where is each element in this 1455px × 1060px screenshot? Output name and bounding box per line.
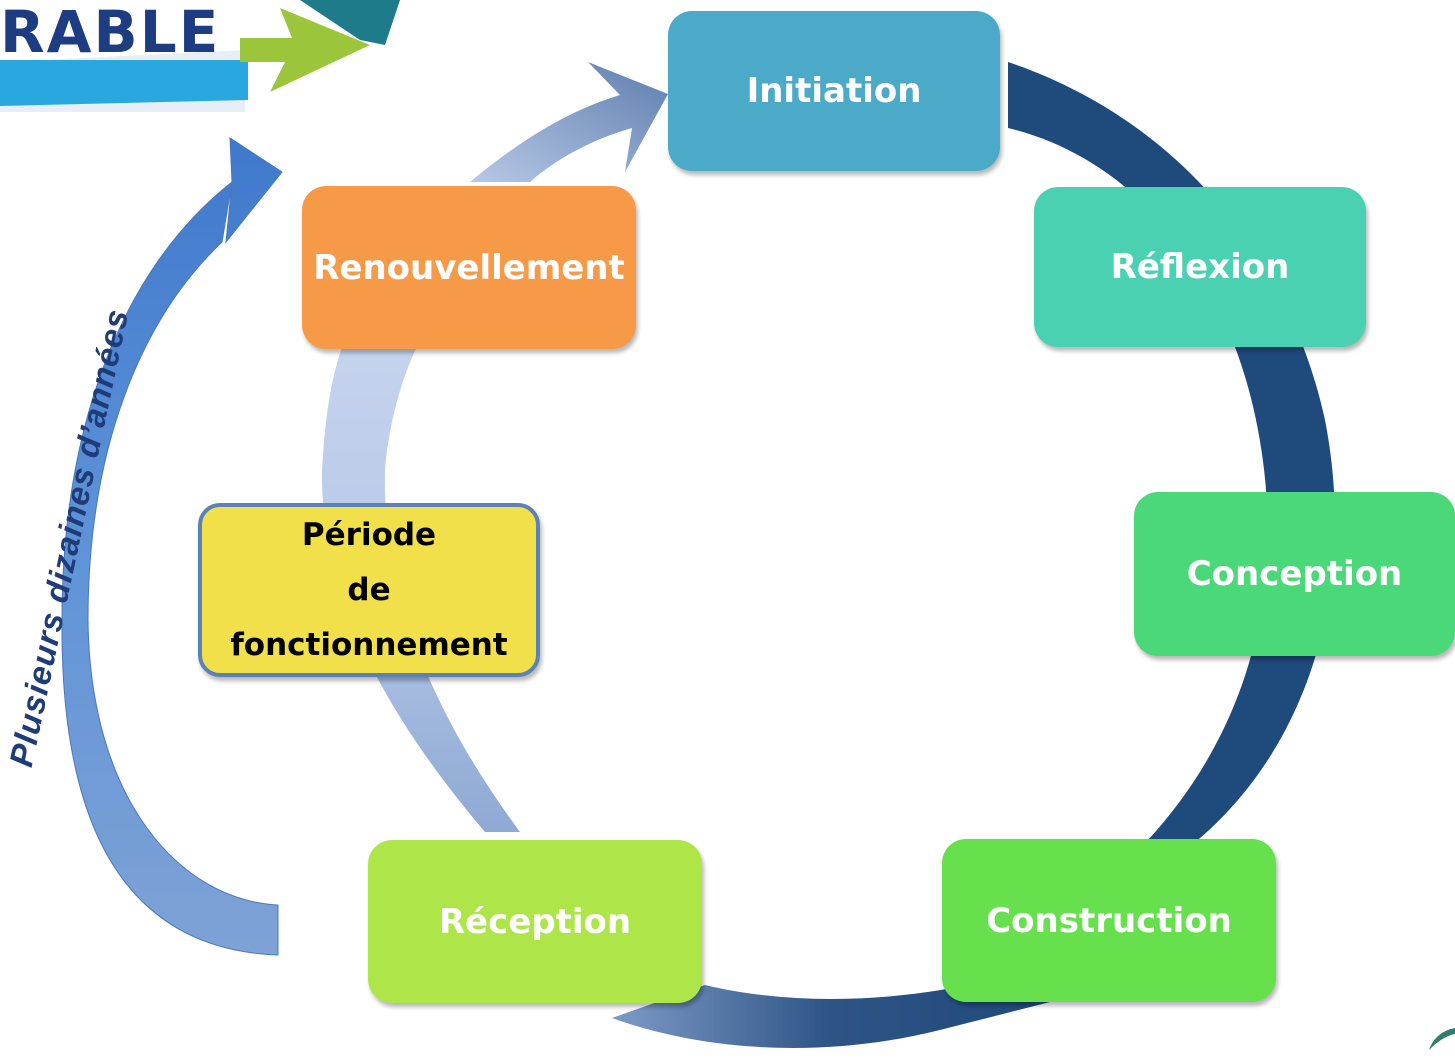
stage-construction: Construction bbox=[942, 839, 1276, 1002]
logo-text: RABLE bbox=[0, 0, 221, 66]
stage-initiation-label: Initiation bbox=[746, 71, 922, 111]
cycle-arrow-top bbox=[470, 62, 668, 182]
stage-conception-label: Conception bbox=[1186, 554, 1403, 594]
stage-renouvellement: Renouvellement bbox=[302, 186, 636, 349]
stage-initiation: Initiation bbox=[668, 11, 1000, 171]
operation-line-3: fonctionnement bbox=[230, 626, 508, 663]
stage-reflexion: Réflexion bbox=[1034, 187, 1366, 347]
operation-line-1: Période bbox=[301, 516, 437, 553]
stage-renouvellement-label: Renouvellement bbox=[313, 247, 625, 288]
stage-reception: Réception bbox=[368, 840, 702, 1003]
stage-reflexion-label: Réflexion bbox=[1110, 247, 1290, 287]
stage-reception-label: Réception bbox=[438, 901, 632, 942]
cycle-arc-left bbox=[321, 345, 520, 832]
side-arrow bbox=[61, 137, 283, 956]
operation-line-2: de bbox=[347, 571, 391, 608]
stage-conception: Conception bbox=[1134, 492, 1455, 656]
logo-top-fragment: ni bbox=[220, 0, 256, 6]
stage-operation-period: Période de fonctionnement bbox=[198, 503, 540, 677]
cycle-arc-right bbox=[1008, 62, 1335, 848]
corner-leaf-icon bbox=[1429, 1028, 1455, 1050]
logo-graphic bbox=[0, 0, 400, 112]
cycle-arc-bottom bbox=[612, 972, 1050, 1048]
logo: RABLE ni bbox=[0, 0, 400, 112]
stage-construction-label: Construction bbox=[986, 900, 1232, 941]
